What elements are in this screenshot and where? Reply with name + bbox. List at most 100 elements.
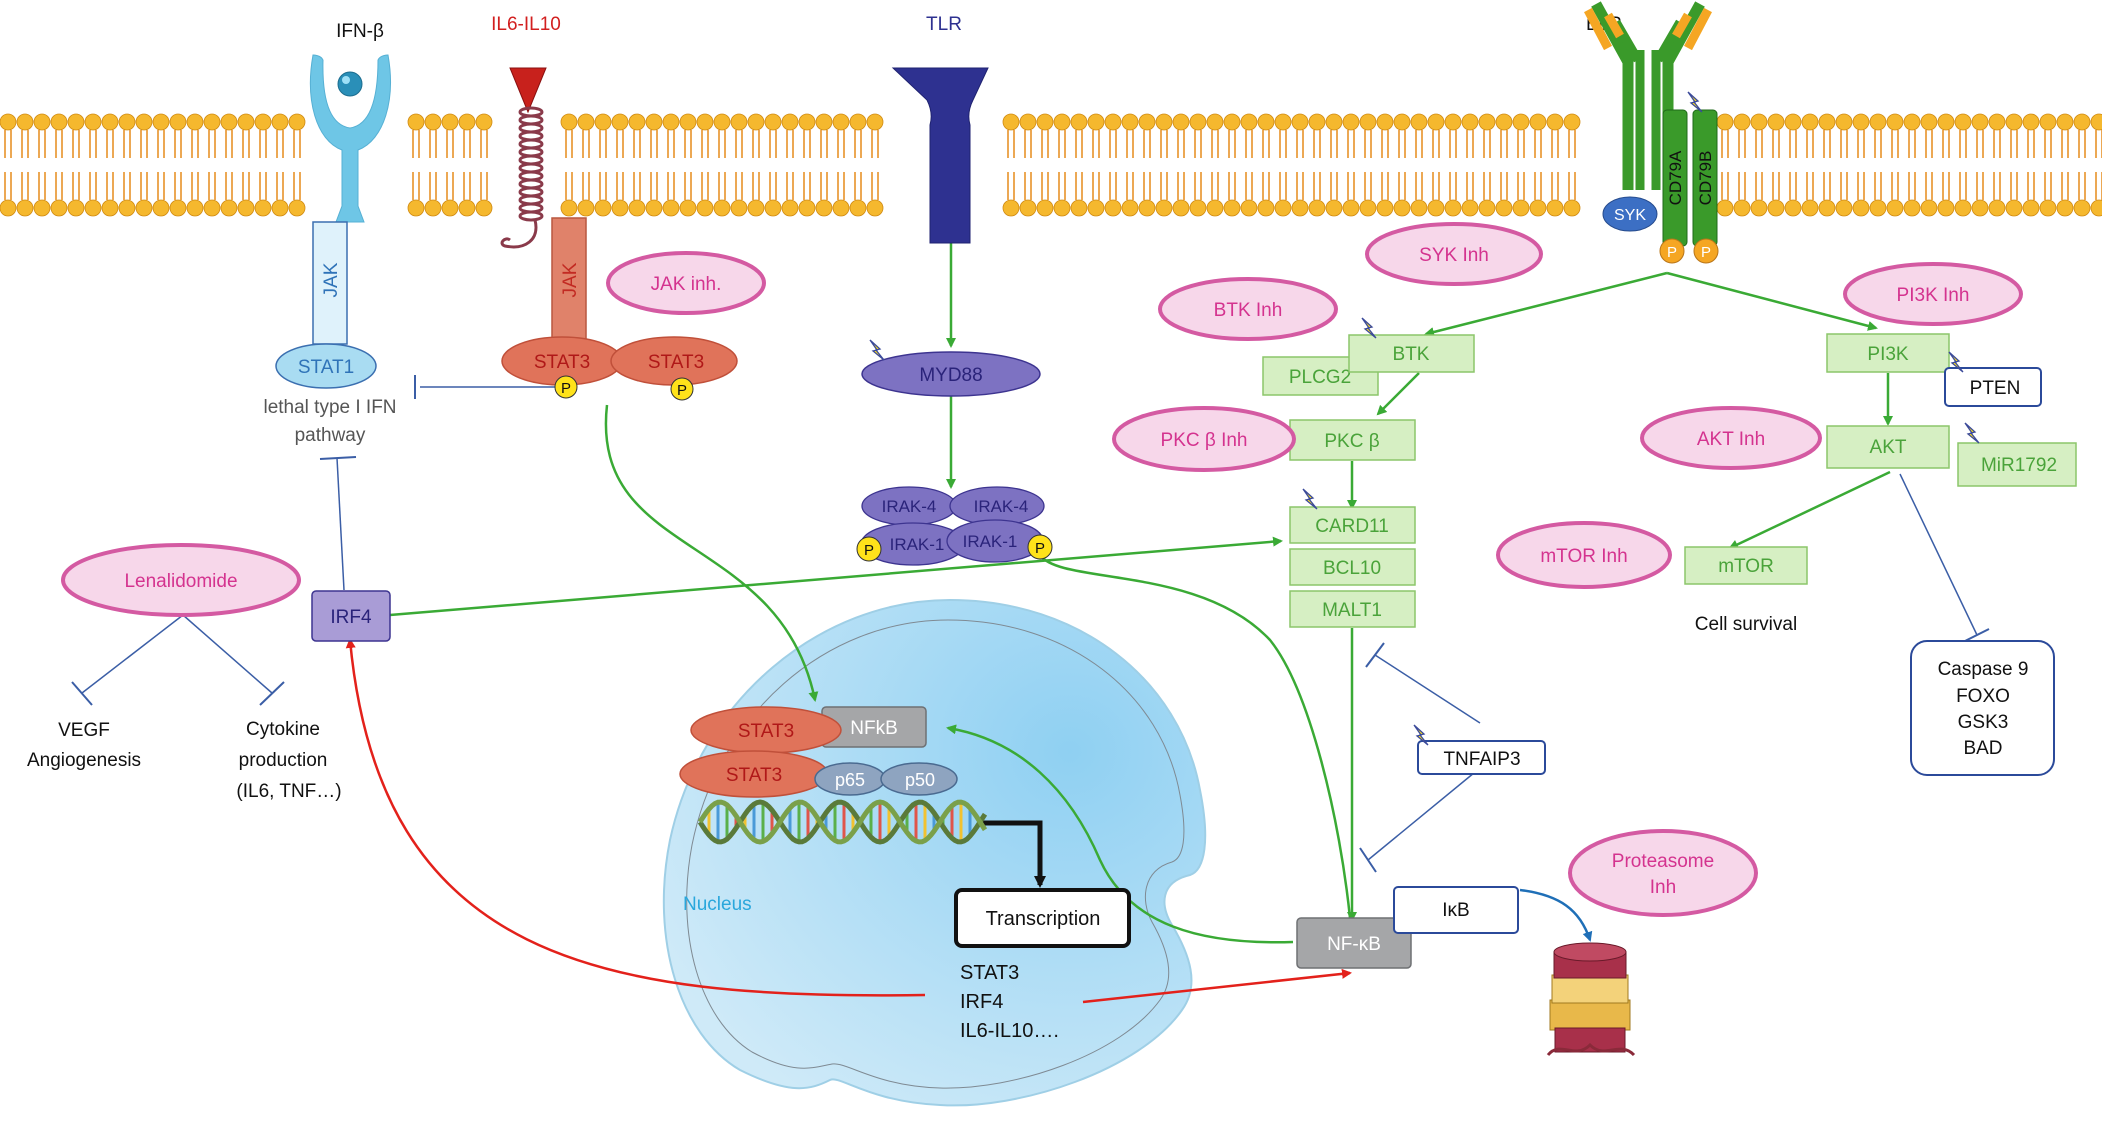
cd79a-label: CD79A [1666,150,1685,205]
cytokine-label-3: (IL6, TNF…) [236,781,341,802]
pi3k-inhibitor [1843,262,2023,326]
akt-inhibitor [1640,406,1822,470]
syk-inhibitor [1365,222,1543,286]
stat3-label-b: STAT3 [648,352,704,373]
target-gene-2: IL6-IL10…. [960,1020,1059,1042]
stat1-node [275,343,377,389]
proteasome-inhibitor-label-1: Proteasome [1612,851,1714,872]
pten-label: PTEN [1970,378,2021,399]
vegf-label-1: VEGF [58,720,110,741]
btk-box [1348,334,1475,373]
cytokine-label-2: production [239,750,328,771]
btk-label: BTK [1393,344,1430,365]
ikb-label: IκB [1442,900,1469,921]
irak-complex: IRAK-4 IRAK-4 IRAK-1 IRAK-1 P P [856,486,1053,566]
apoptosis-target-2: GSK3 [1958,712,2009,733]
vegf-label-2: Angiogenesis [27,750,141,771]
apoptosis-target-1: FOXO [1956,686,2010,707]
phospho-p-cd79a: P [1667,244,1677,261]
transcription-box [954,888,1131,948]
irak1-label-b: IRAK-1 [963,532,1018,551]
akt-inhibitor-label: AKT Inh [1697,429,1765,450]
phospho-p-irak-b: P [1035,540,1045,557]
jak-right-label: JAK [560,262,581,297]
syk-inhibitor-label: SYK Inh [1419,245,1489,266]
phospho-p-stat3b: P [677,382,687,399]
stat3-label-a: STAT3 [534,352,590,373]
bcr-receptor: BcR CD79A CD79B SYK P P [1584,1,1719,264]
bcl10-label: BCL10 [1323,558,1381,579]
plcg2-label: PLCG2 [1289,367,1351,388]
nfkb-label: NF-κB [1327,934,1381,955]
phospho-p-irak-a: P [864,542,874,559]
connector-lines [71,243,1990,1004]
malt1-box [1289,590,1416,628]
mir1792-label: MiR1792 [1981,455,2057,476]
pi3k-box [1826,333,1950,373]
malt1-label: MALT1 [1322,600,1382,621]
myd88-label: MYD88 [919,365,982,386]
nuclear-nfkb-label: NFkB [850,718,898,739]
mtor-inhibitor-label: mTOR Inh [1540,546,1627,567]
bcl10-box [1289,548,1416,586]
jak-right-box [551,217,587,345]
apoptosis-target-3: BAD [1963,738,2002,759]
cd79b-label: CD79B [1696,151,1715,206]
card11-label: CARD11 [1315,516,1389,537]
jak-inhibitor-label: JAK inh. [651,274,722,295]
pkcb-inhibitor [1112,406,1296,472]
pten-box [1944,367,2042,407]
myd88-node [861,351,1041,397]
lethal-pathway-label-2: pathway [295,425,366,446]
jak-inhibitor [606,251,766,315]
mtor-inhibitor [1496,521,1672,589]
pi3k-label: PI3K [1867,344,1909,365]
akt-label: AKT [1870,437,1907,458]
lethal-pathway-label-1: lethal type I IFN [263,397,396,418]
nucleus-label: Nucleus [683,894,752,915]
ikb-box [1393,886,1519,934]
target-gene-1: IRF4 [960,991,1003,1013]
cell-membrane [0,113,2102,217]
ifn-beta-label: IFN-β [336,21,384,42]
irak1-label-a: IRAK-1 [890,535,945,554]
tnfaip3-box [1417,740,1546,775]
apoptosis-targets-box [1910,640,2055,776]
jak-left-box [312,221,348,345]
tlr-label: TLR [926,14,962,35]
tnfaip3-label: TNFAIP3 [1443,749,1520,770]
lenalidomide-node [61,543,301,617]
proteasome-inhibitor-label-2: Inh [1650,877,1676,898]
transcription-label: Transcription [986,908,1101,930]
pkcb-label: PKC β [1324,431,1379,452]
ifn-beta-receptor: IFN-β JAK STAT1 lethal type I IFN pathwa… [263,21,396,446]
akt-box [1826,425,1950,469]
pkcb-inhibitor-label: PKC β Inh [1161,430,1248,451]
mtor-box [1684,546,1808,585]
mtor-label: mTOR [1718,556,1774,577]
irf4-lenalidomide-group: IRF4 Lenalidomide VEGF Angiogenesis Cyto… [27,543,391,802]
irak4-label-b: IRAK-4 [974,497,1029,516]
nuclear-stat3-label-b: STAT3 [726,765,782,786]
inhibitors: JAK inh. SYK Inh BTK Inh PI3K Inh PKC β … [606,222,2023,917]
nfkb-box [1296,917,1412,969]
p65-label: p65 [835,770,865,790]
irak4-label-a: IRAK-4 [882,497,937,516]
il6-il10-label: IL6-IL10 [491,14,561,35]
proteasome-icon [1546,942,1636,1057]
phospho-p-cd79b: P [1701,244,1711,261]
btk-inhibitor [1158,277,1338,341]
cytokine-label-1: Cytokine [246,719,320,740]
irf4-box [311,590,391,642]
stat1-label: STAT1 [298,357,354,378]
phospho-p-stat3a: P [561,380,571,397]
apoptosis-target-0: Caspase 9 [1938,659,2029,680]
bcr-signaling-nodes: PLCG2 BTK PKC β CARD11 BCL10 MALT1 TNFAI… [1262,317,2077,969]
syk-label: SYK [1614,207,1646,224]
dna-helix-icon [697,799,988,845]
pi3k-inhibitor-label: PI3K Inh [1897,285,1970,306]
il6-il10-receptor: IL6-IL10 JAK STAT3 STAT3 P P [491,14,738,401]
irf4-label: IRF4 [330,607,372,628]
p50-label: p50 [905,770,935,790]
